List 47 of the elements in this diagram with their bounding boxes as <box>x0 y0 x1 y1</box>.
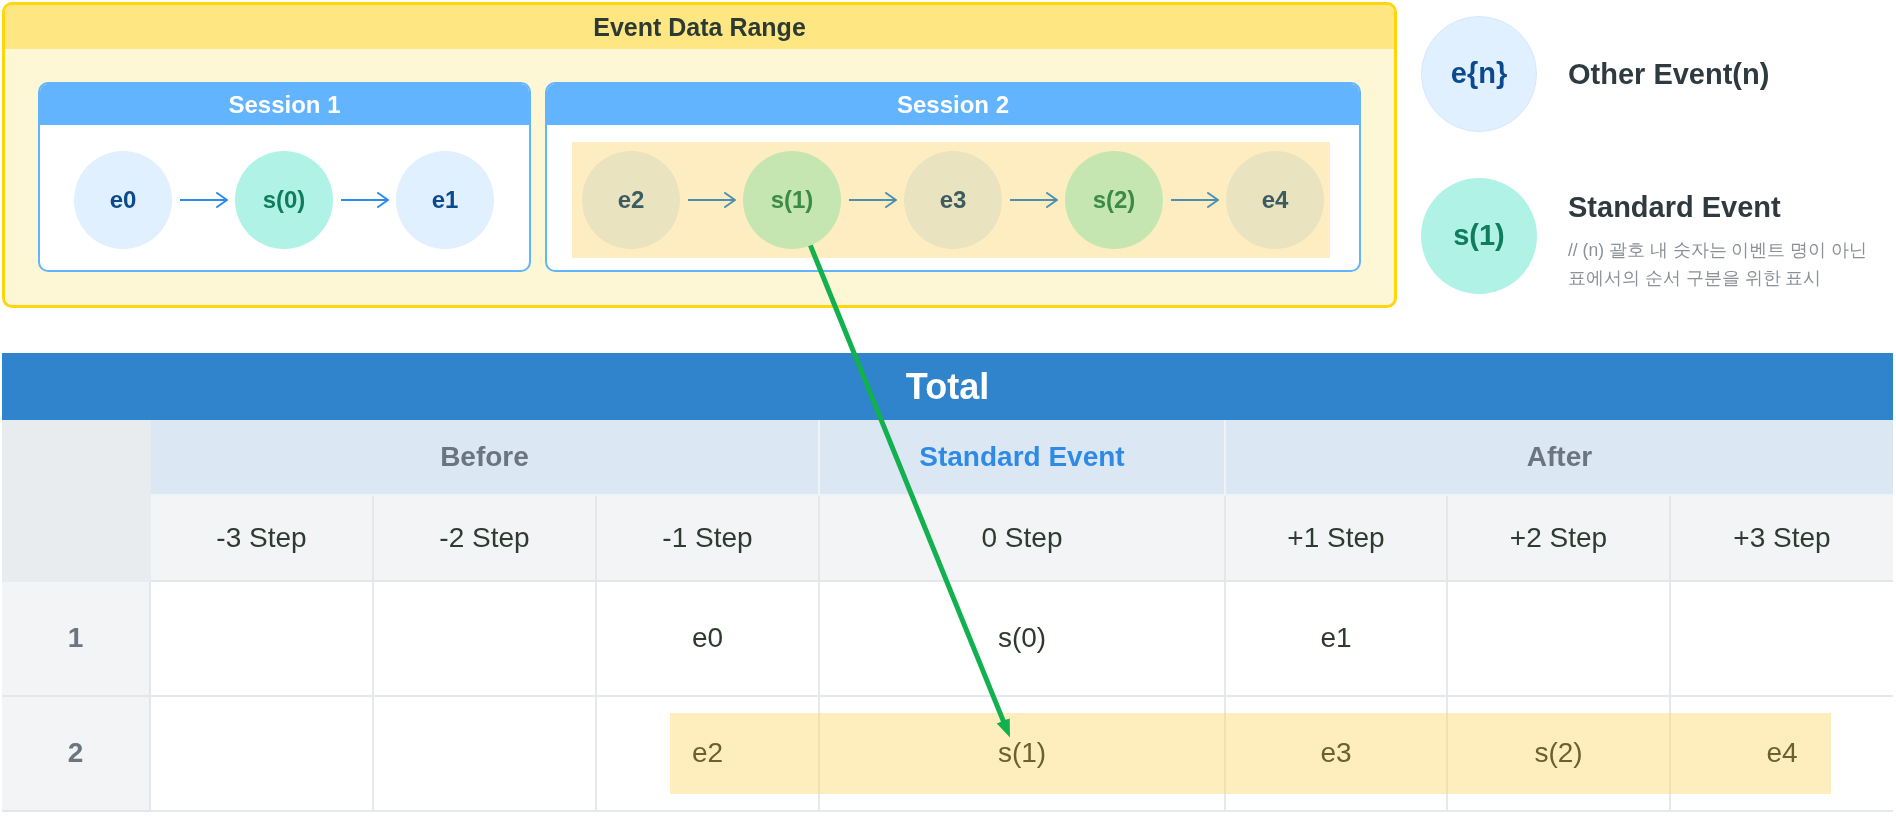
group-header: Standard Event <box>919 440 1125 474</box>
arrow <box>1170 192 1219 208</box>
event-name: s(1) <box>770 186 814 214</box>
event-name: e1 <box>431 186 459 214</box>
box-title: Session 2 <box>896 90 1010 119</box>
cell-value: e3 <box>1320 737 1352 770</box>
cell-value: e2 <box>691 737 724 770</box>
cell-value: e0 <box>691 622 724 655</box>
event-name: e0 <box>109 186 137 214</box>
row-number: 2 <box>67 737 84 770</box>
table-title: Total <box>905 365 990 408</box>
session-box <box>38 82 531 272</box>
column-header: +2 Step <box>1509 521 1608 555</box>
arrow <box>687 192 736 208</box>
event-caption: Other Event(n) <box>1568 57 1770 91</box>
event-name: s(2) <box>1092 186 1136 214</box>
event-name: e{n} <box>1450 57 1508 91</box>
cell-value: s(1) <box>997 737 1047 770</box>
group-header: Before <box>440 440 529 474</box>
cell-value: e1 <box>1320 622 1352 655</box>
arrow <box>808 244 1010 738</box>
arrow <box>340 192 389 208</box>
event-name: e3 <box>939 186 967 214</box>
column-header: +3 Step <box>1733 521 1831 555</box>
arrow <box>179 192 228 208</box>
group-header: After <box>1526 440 1593 474</box>
column-header: -3 Step <box>216 521 307 555</box>
event-name: s(1) <box>1453 219 1505 253</box>
event-name: e4 <box>1261 186 1289 214</box>
box-title: Event Data Range <box>593 12 806 42</box>
column-header: -2 Step <box>439 521 530 555</box>
event-name: e2 <box>617 186 645 214</box>
cell-value: e4 <box>1766 737 1798 770</box>
arrow <box>1009 192 1058 208</box>
column-header: -1 Step <box>662 521 753 555</box>
event-note: // (n) 괄호 내 숫자는 이벤트 명이 아닌 표에서의 순서 구분을 위한 표시 <box>1568 239 1869 290</box>
cell-value: s(0) <box>997 622 1047 655</box>
cell-value: s(2) <box>1534 737 1583 770</box>
row-number: 1 <box>67 622 84 655</box>
session-box <box>545 82 1361 272</box>
arrow <box>848 192 897 208</box>
range-box <box>2 2 1397 308</box>
box-title: Session 1 <box>228 90 341 119</box>
column-header: +1 Step <box>1287 521 1385 555</box>
event-caption: Standard Event <box>1568 190 1781 224</box>
column-header: 0 Step <box>981 521 1063 555</box>
event-name: s(0) <box>262 186 306 214</box>
